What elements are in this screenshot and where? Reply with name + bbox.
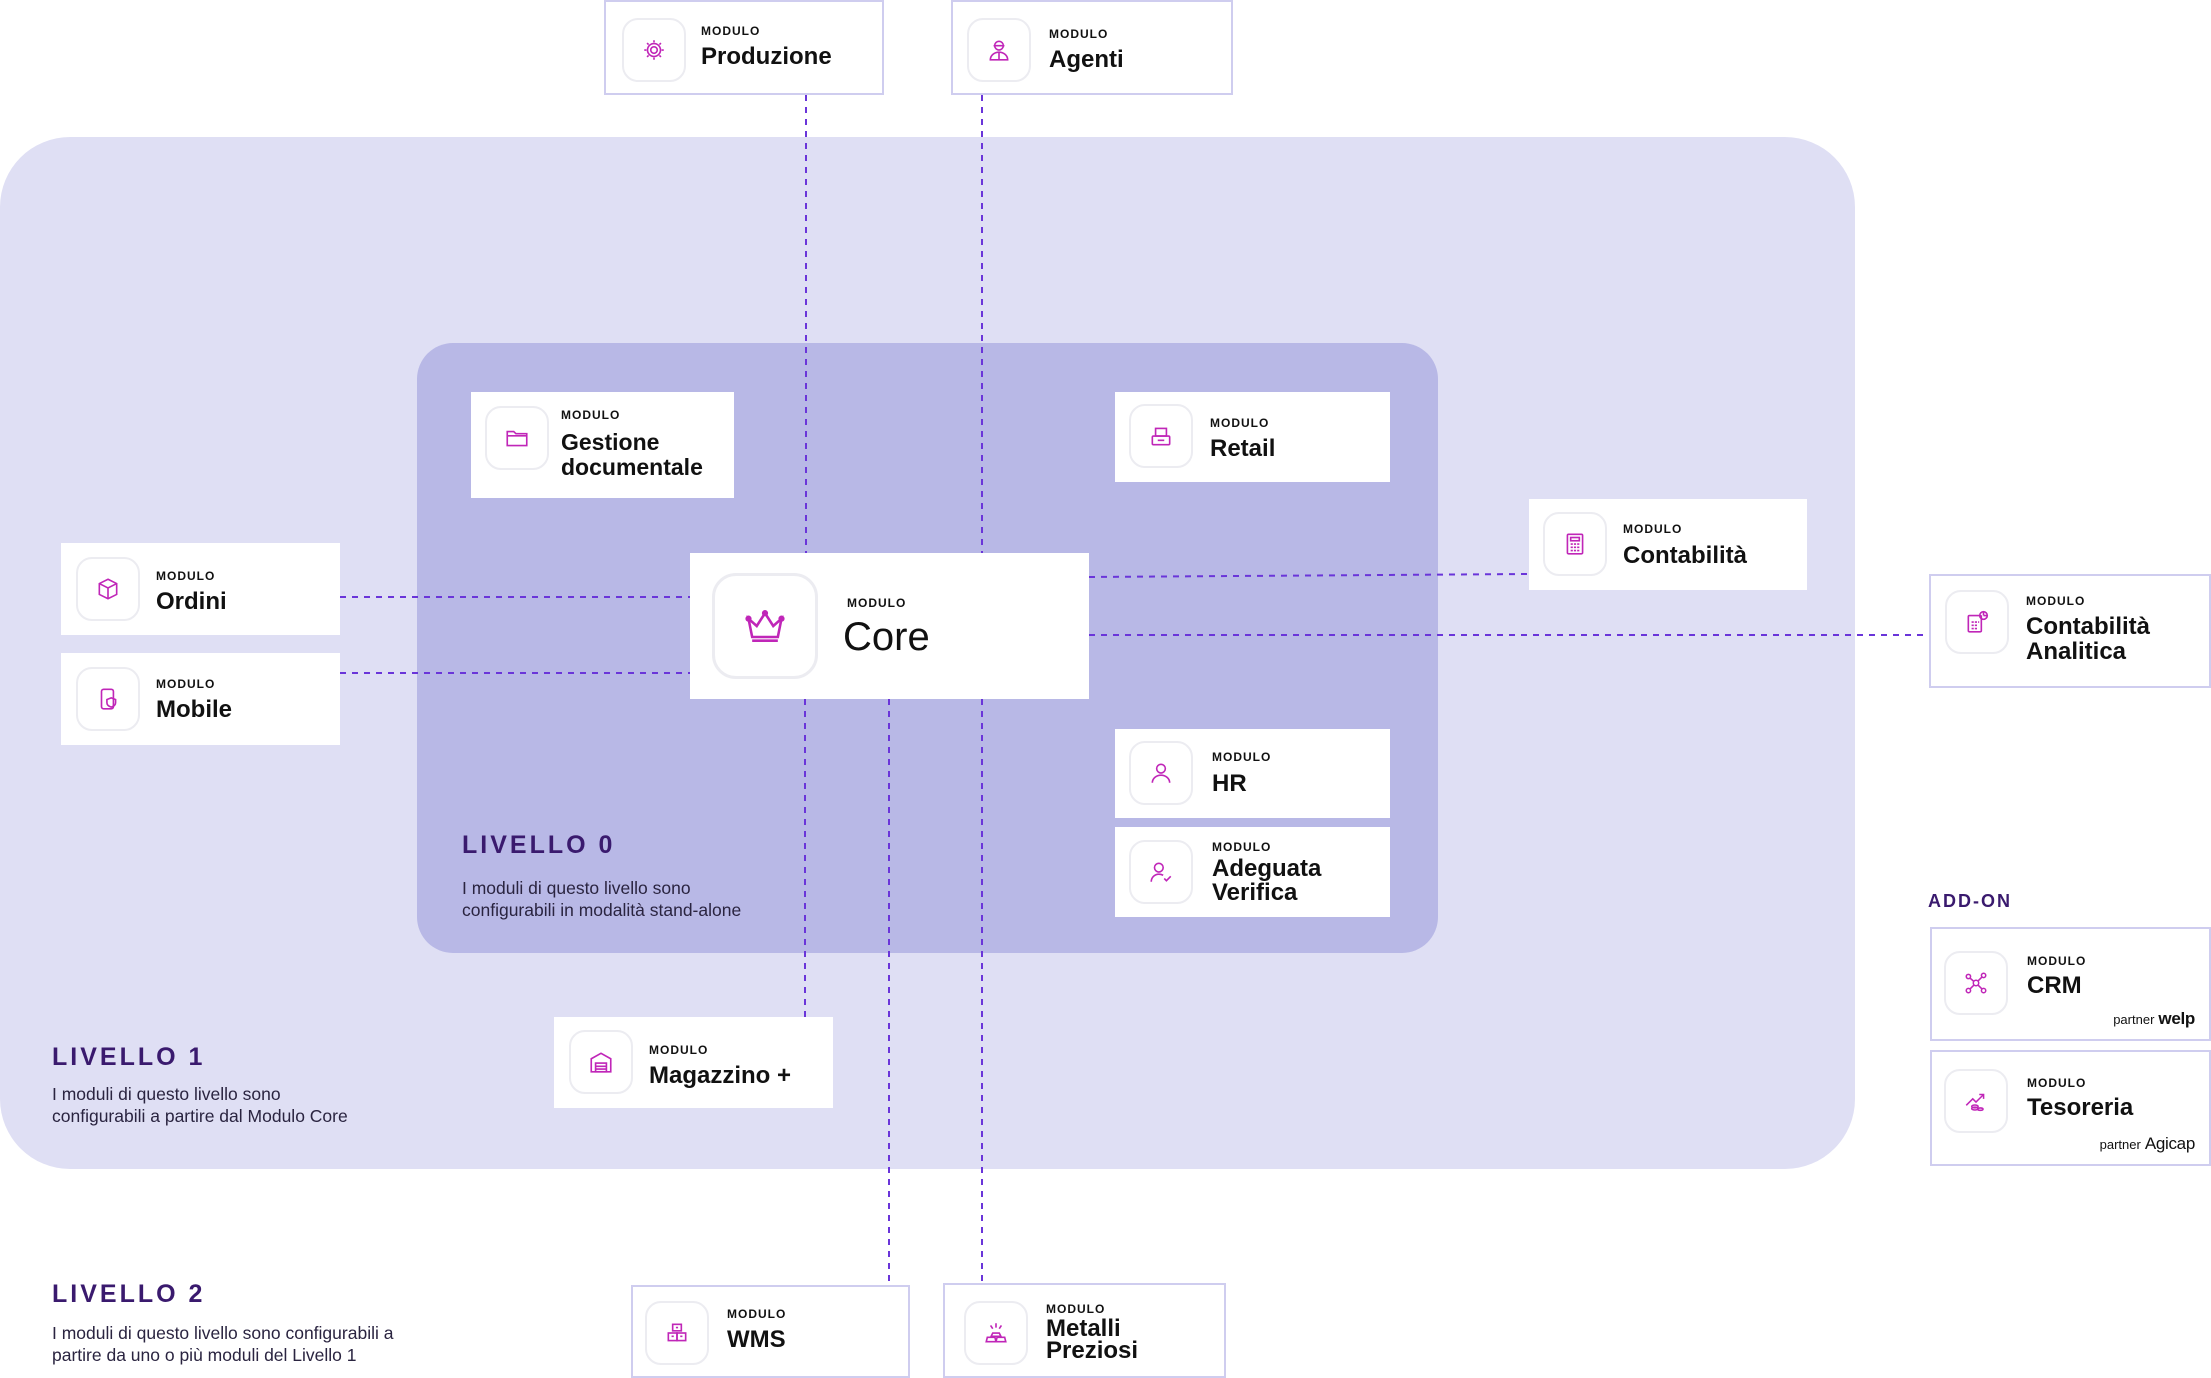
module-tag: MODULO xyxy=(156,677,216,691)
module-tag: MODULO xyxy=(847,596,907,610)
user-icon xyxy=(1129,741,1193,805)
module-tag: MODULO xyxy=(1210,416,1270,430)
module-tag: MODULO xyxy=(1212,750,1272,764)
module-tag: MODULO xyxy=(156,569,216,583)
user-check-icon xyxy=(1129,840,1193,904)
partner-label: partner xyxy=(2099,1137,2141,1152)
module-tag: MODULO xyxy=(561,408,621,422)
module-name: Magazzino + xyxy=(649,1062,792,1089)
module-tag: MODULO xyxy=(649,1043,709,1057)
gear-icon xyxy=(622,18,686,82)
register-icon xyxy=(1129,404,1193,468)
module-card-wms[interactable]: MODULO WMS xyxy=(631,1285,910,1378)
module-name: Ordini xyxy=(156,588,227,615)
gold-bars-icon xyxy=(964,1301,1028,1365)
mobile-shield-icon xyxy=(76,667,140,731)
module-tag: MODULO xyxy=(1046,1302,1106,1316)
calculator-chart-icon xyxy=(1945,590,2009,654)
level-1-description: I moduli di questo livello sono configur… xyxy=(52,1084,348,1126)
module-card-mobile[interactable]: MODULO Mobile xyxy=(61,653,340,745)
partner-badge: partner welp xyxy=(2113,1009,2195,1029)
level-0-description: I moduli di questo livello sono configur… xyxy=(462,878,742,920)
module-name: Retail xyxy=(1210,435,1276,462)
partner-logo-welp: welp xyxy=(2158,1009,2195,1028)
warehouse-icon xyxy=(569,1030,633,1094)
crown-icon xyxy=(712,573,818,679)
module-tag: MODULO xyxy=(2027,954,2087,968)
addon-title: ADD-ON xyxy=(1928,891,2012,911)
module-tag: MODULO xyxy=(2027,1076,2087,1090)
module-name: Mobile xyxy=(156,696,232,723)
module-name: Core xyxy=(843,615,930,659)
module-name: Agenti xyxy=(1049,46,1124,73)
module-card-core[interactable]: MODULO Core xyxy=(690,553,1089,699)
module-tag: MODULO xyxy=(1623,522,1683,536)
level-0-title: LIVELLO 0 xyxy=(462,831,616,859)
module-name: Tesoreria xyxy=(2027,1094,2134,1121)
level-2-title: LIVELLO 2 xyxy=(52,1280,206,1308)
module-card-contabilita-analitica[interactable]: MODULO Contabilità Analitica xyxy=(1929,574,2211,688)
module-name: Contabilità Analitica xyxy=(2026,613,2150,665)
module-card-magazzino[interactable]: MODULO Magazzino + xyxy=(554,1017,833,1108)
calculator-icon xyxy=(1543,512,1607,576)
module-card-retail[interactable]: MODULO Retail xyxy=(1115,392,1390,482)
module-card-contabilita[interactable]: MODULO Contabilità xyxy=(1529,499,1807,590)
module-name: Metalli Preziosi xyxy=(1046,1315,1139,1364)
network-icon xyxy=(1944,951,2008,1015)
boxes-icon xyxy=(645,1301,709,1365)
module-name: Produzione xyxy=(701,43,832,70)
module-card-ordini[interactable]: MODULO Ordini xyxy=(61,543,340,635)
level-1-title: LIVELLO 1 xyxy=(52,1043,206,1071)
module-name: Adeguata Verifica xyxy=(1212,855,1322,906)
module-card-metalli-preziosi[interactable]: MODULO Metalli Preziosi xyxy=(943,1283,1226,1378)
module-tag: MODULO xyxy=(727,1307,787,1321)
module-card-produzione[interactable]: MODULO Produzione xyxy=(604,0,884,95)
module-name: HR xyxy=(1212,770,1247,797)
module-name: CRM xyxy=(2027,972,2082,999)
level-2-description: I moduli di questo livello sono configur… xyxy=(52,1323,394,1365)
module-tag: MODULO xyxy=(701,24,761,38)
agent-icon xyxy=(967,18,1031,82)
partner-logo-agicap: Agicap xyxy=(2144,1134,2195,1153)
module-name: Gestione documentale xyxy=(561,429,703,480)
partner-label: partner xyxy=(2113,1012,2155,1027)
module-tag: MODULO xyxy=(1049,27,1109,41)
folder-icon xyxy=(485,406,549,470)
growth-coins-icon xyxy=(1944,1069,2008,1133)
module-name: Contabilità xyxy=(1623,542,1747,569)
module-card-agenti[interactable]: MODULO Agenti xyxy=(951,0,1233,95)
module-tag: MODULO xyxy=(1212,840,1272,854)
module-card-hr[interactable]: MODULO HR xyxy=(1115,729,1390,818)
module-card-gestione-documentale[interactable]: MODULO Gestione documentale xyxy=(471,392,734,498)
module-tag: MODULO xyxy=(2026,594,2086,608)
module-card-tesoreria[interactable]: MODULO Tesoreria partner Agicap xyxy=(1930,1050,2211,1166)
partner-badge: partner Agicap xyxy=(2099,1134,2196,1154)
module-card-crm[interactable]: MODULO CRM partner welp xyxy=(1930,927,2211,1041)
box-icon xyxy=(76,557,140,621)
module-card-adeguata-verifica[interactable]: MODULO Adeguata Verifica xyxy=(1115,827,1390,917)
module-name: WMS xyxy=(727,1326,786,1353)
